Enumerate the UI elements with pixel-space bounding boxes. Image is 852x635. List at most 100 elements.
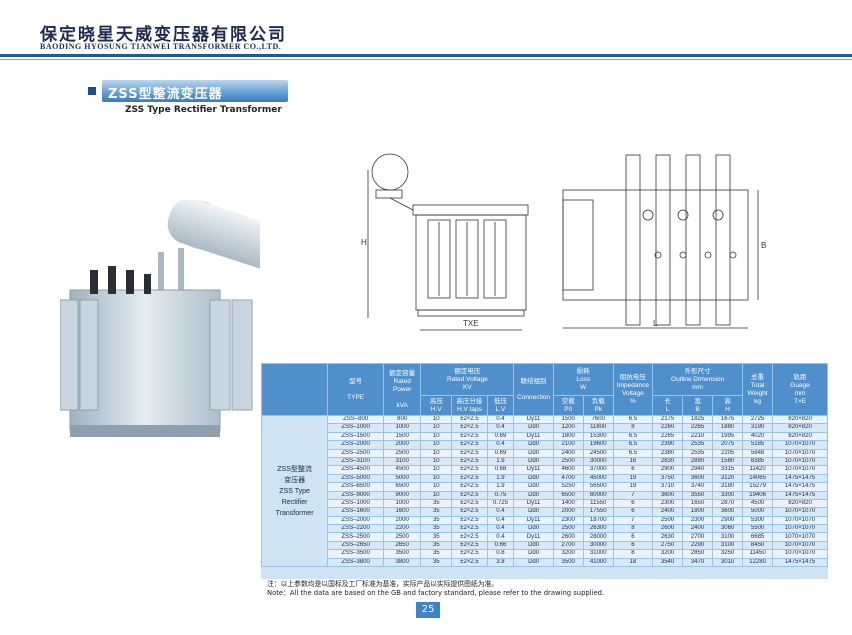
table-cell: Dd0 [513, 448, 554, 458]
table-cell: 3800 [383, 557, 422, 568]
table-cell: 6 [612, 532, 654, 542]
table-cell: 45000 [582, 473, 614, 484]
table-cell: 2000 [552, 507, 584, 517]
table-cell: ±2×2.5 [451, 532, 488, 542]
table-cell: 19600 [582, 440, 614, 450]
table-cell: 1880 [712, 423, 744, 433]
table-cell: 8385 [742, 456, 774, 467]
table-cell: 1825 [682, 414, 714, 425]
table-cell: 1070×1070 [772, 456, 828, 467]
header-group-spacer [260, 363, 329, 416]
table-cell: 10 [420, 456, 453, 467]
table-cell: 8 [612, 524, 654, 534]
table-cell: Dd0 [513, 482, 554, 492]
table-cell: ±2×2.5 [451, 557, 488, 568]
table-cell: 56500 [582, 482, 614, 492]
table-cell: 30000 [582, 456, 614, 467]
table-cell: 2500 [383, 448, 422, 458]
table-cell: 10 [420, 448, 453, 458]
table-cell: 2535 [682, 440, 714, 450]
table-cell: 0.8 [486, 549, 515, 559]
table-cell: 16 [612, 456, 654, 467]
table-cell: ±2×2.5 [451, 423, 488, 433]
table-cell: 5300 [742, 515, 774, 526]
table-cell: 31000 [582, 549, 614, 559]
table-cell: 3.8 [486, 557, 515, 568]
table-cell: 5848 [742, 448, 774, 458]
table-cell: 1475×1475 [772, 557, 828, 568]
table-cell: 2940 [682, 465, 714, 475]
table-cell: 5250 [552, 482, 584, 492]
table-cell: 35 [420, 549, 453, 559]
table-cell: 1800 [552, 431, 584, 442]
table-cell: 0.725 [486, 498, 515, 509]
table-cell: ±2×2.5 [451, 448, 488, 458]
table-cell: ±2×2.5 [451, 549, 488, 559]
table-cell: 3200 [652, 549, 684, 559]
table-cell: ±2×2.5 [451, 524, 488, 534]
table-cell: 5185 [742, 440, 774, 450]
table-cell: 2075 [712, 440, 744, 450]
outline-drawings: H TXE B L [361, 153, 766, 331]
table-cell: 35 [420, 524, 453, 534]
table-cell: 18700 [582, 515, 614, 526]
table-cell: 11800 [582, 423, 614, 433]
table-cell: 2175 [652, 414, 684, 425]
table-cell: ZSS–2650 [327, 540, 385, 551]
table-cell: 2700 [552, 540, 584, 551]
table-cell: 1475×1475 [772, 473, 828, 484]
table-cell: 2300 [652, 498, 684, 509]
table-cell: 1200 [552, 423, 584, 433]
table-cell: 2500 [383, 532, 422, 542]
table-cell: 2870 [712, 498, 744, 509]
table-cell: 2265 [682, 423, 714, 433]
table-cell: 1475×1475 [772, 490, 828, 500]
table-cell: 8450 [742, 540, 774, 551]
table-cell: 17550 [582, 507, 614, 517]
dim-label-b: B [761, 241, 766, 250]
header-rule [0, 54, 852, 57]
table-cell: 7600 [582, 414, 614, 425]
table-cell: 0.4 [486, 524, 515, 534]
dim-label-txe: TXE [463, 319, 479, 328]
table-cell: 35 [420, 507, 453, 517]
table-cell: ±2×2.5 [451, 507, 488, 517]
table-cell: 2390 [652, 440, 684, 450]
table-cell: 60000 [582, 490, 614, 500]
table-cell: 3250 [712, 549, 744, 559]
table-cell: 0.4 [486, 423, 515, 433]
table-cell: 2600 [652, 524, 684, 534]
group-label-line: Transformer [275, 509, 314, 517]
table-cell: Dd0 [513, 507, 554, 517]
dim-label-l: L [653, 319, 658, 328]
table-cell: 3300 [712, 490, 744, 500]
banner-bar [102, 80, 288, 102]
table-cell: 2265 [652, 431, 684, 442]
table-cell: 2000 [383, 440, 422, 450]
table-cell: 2290 [682, 540, 714, 551]
table-cell: 0.4 [486, 507, 515, 517]
table-cell: 1070×1070 [772, 448, 828, 458]
table-cell: 1.9 [486, 456, 515, 467]
group-label-line: Rectifier [281, 498, 308, 506]
table-cell: 1000 [383, 498, 422, 509]
table-cell: 2205 [712, 448, 744, 458]
table-cell: 8 [612, 423, 654, 433]
table-cell: 820×820 [772, 431, 828, 442]
table-cell: ±2×2.5 [451, 490, 488, 500]
table-cell: 10 [420, 431, 453, 442]
table-cell: 3315 [712, 465, 744, 475]
company-name-cn: 保定晓星天威变压器有限公司 [40, 25, 287, 45]
table-cell: ±2×2.5 [451, 498, 488, 509]
table-cell: 2535 [682, 448, 714, 458]
